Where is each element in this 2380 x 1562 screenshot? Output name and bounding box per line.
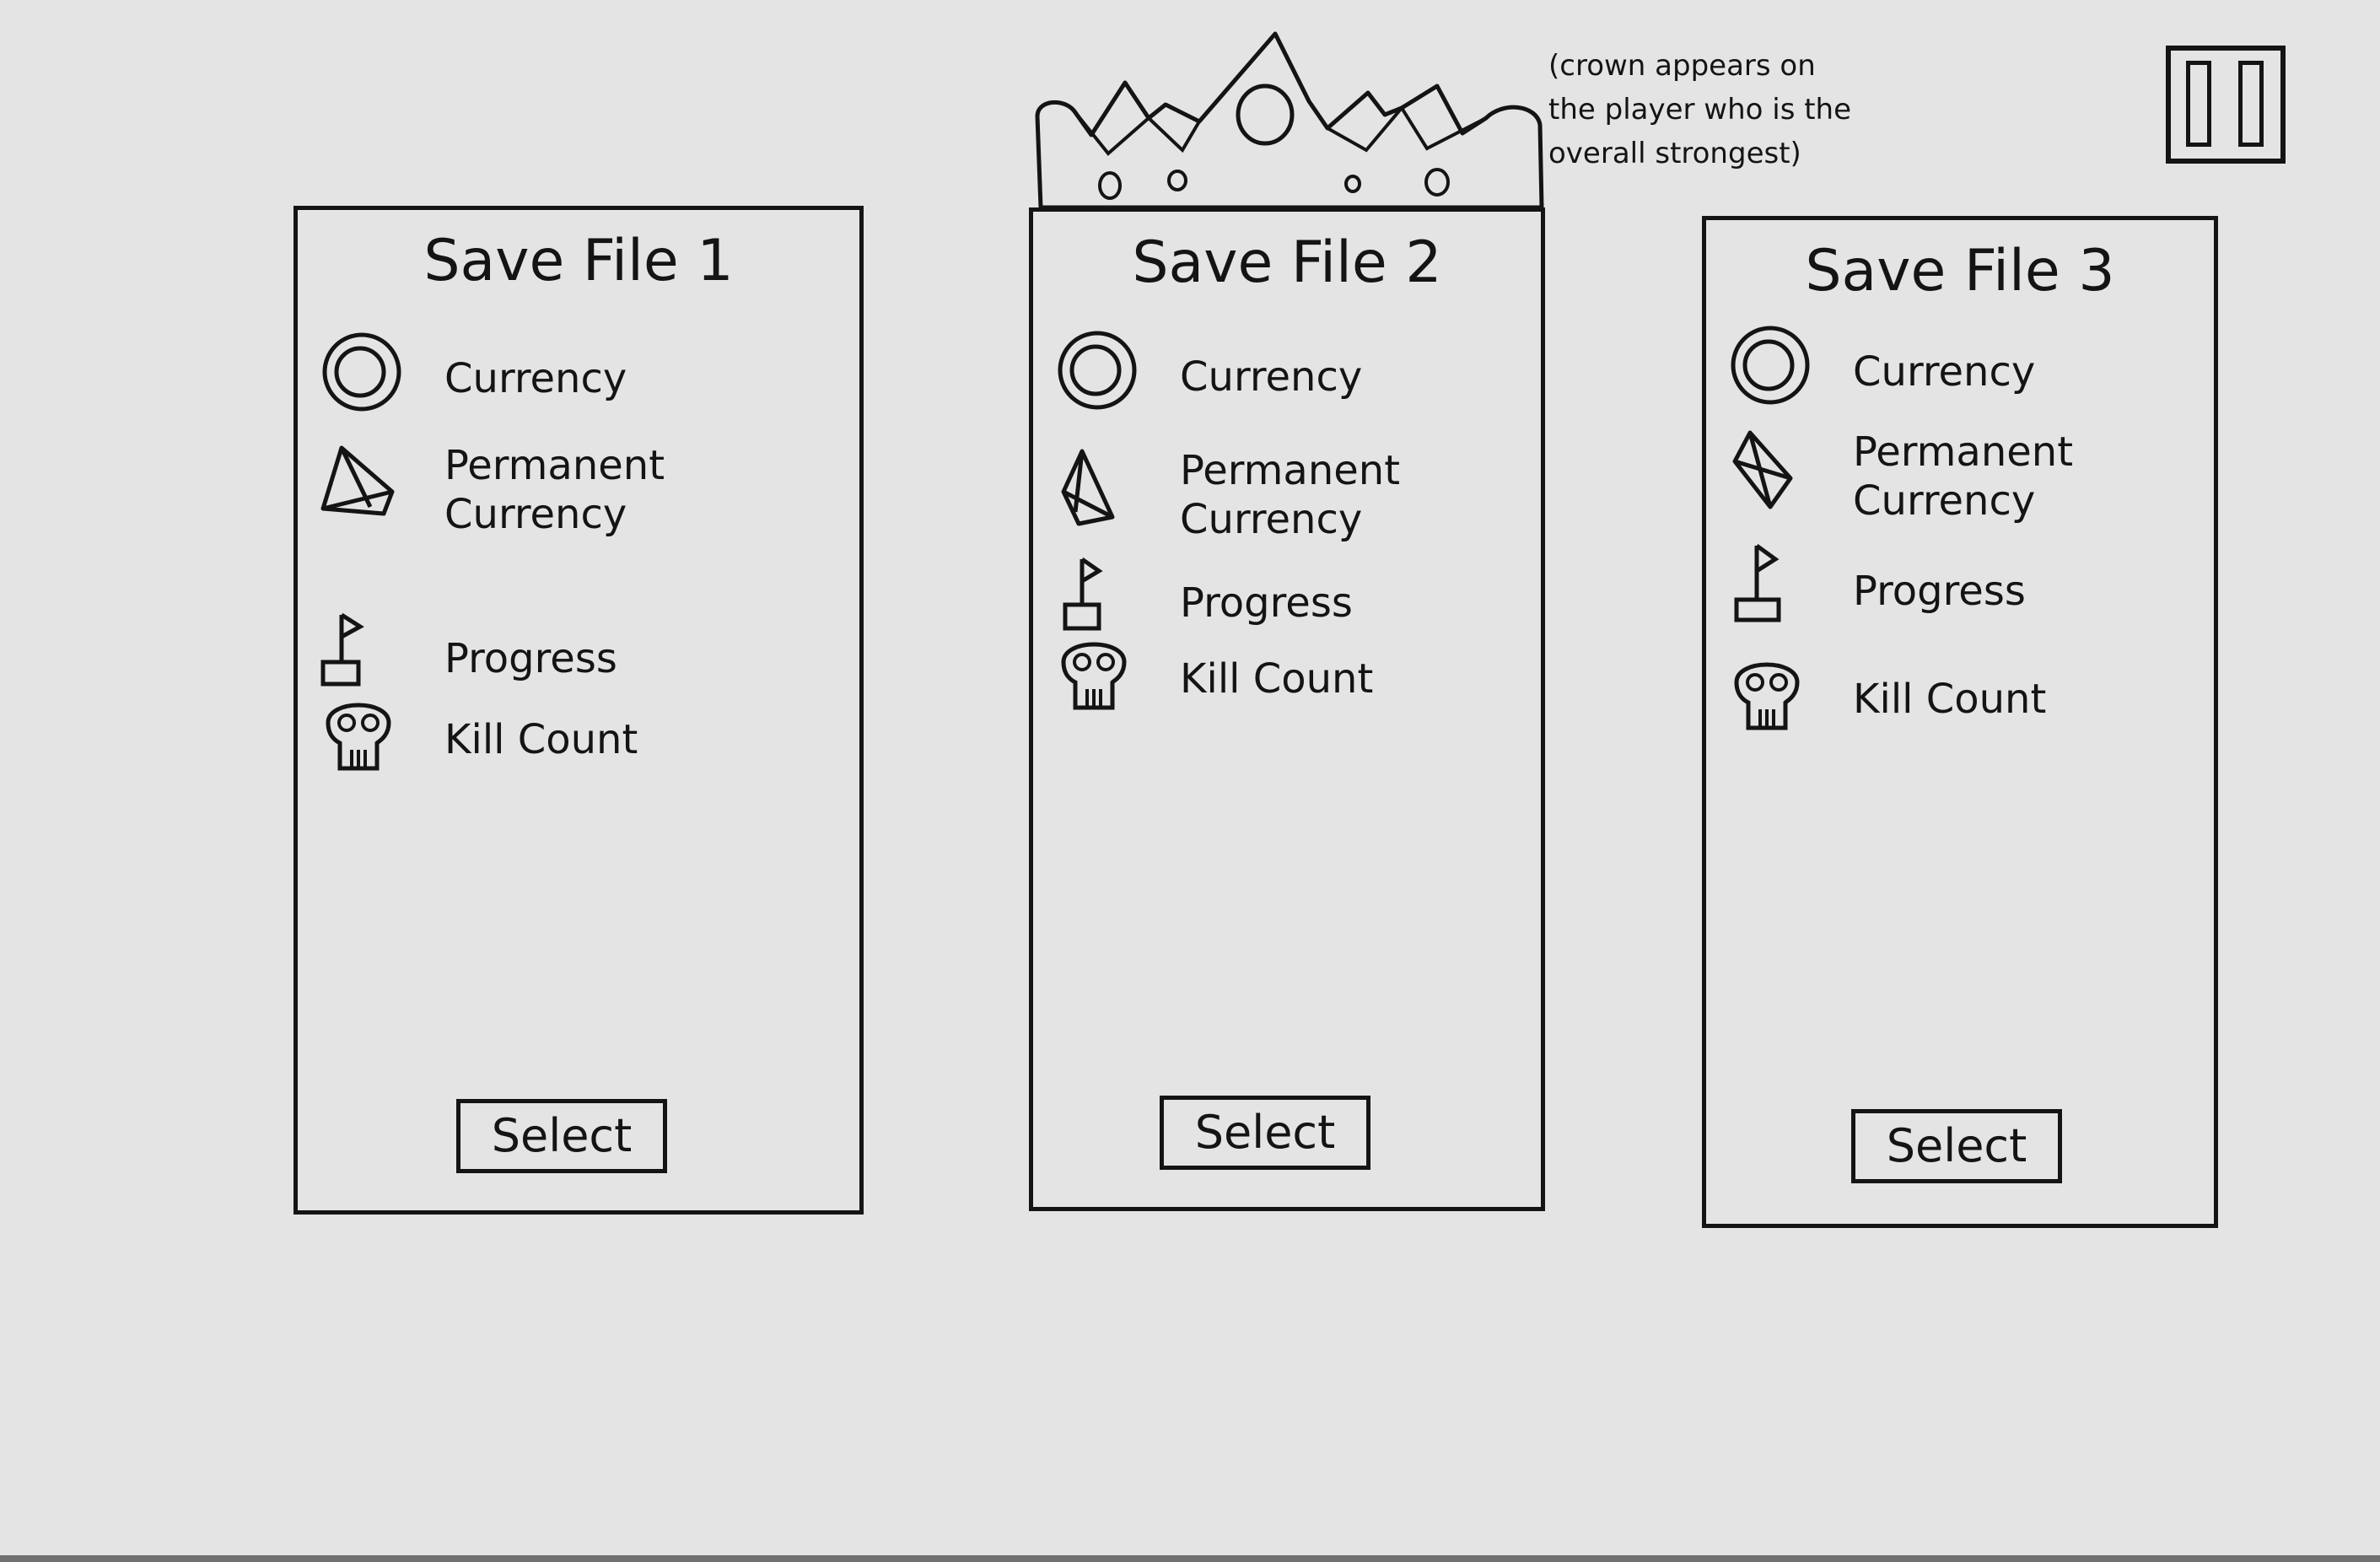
stat-label: Kill Count <box>444 716 638 763</box>
save-file-card-3[interactable]: Save File 3 Currency Permanent Currency … <box>1702 216 2218 1228</box>
save-file-title: Save File 2 <box>1132 229 1442 296</box>
stat-label: Progress <box>1853 568 2026 615</box>
permanent-currency-gem-icon <box>1732 430 1793 509</box>
pause-button[interactable] <box>2166 46 2286 164</box>
permanent-currency-gem-icon <box>320 445 395 516</box>
stat-kill-count: Kill Count <box>1726 649 2194 750</box>
save-file-card-2[interactable]: Save File 2 Currency Permanent Currency … <box>1029 207 1545 1211</box>
progress-flag-icon <box>320 612 364 687</box>
stat-label: Permanent Currency <box>444 442 665 538</box>
save-file-title: Save File 1 <box>423 228 734 294</box>
bottom-edge <box>0 1555 2380 1562</box>
stat-progress: Progress <box>318 608 839 709</box>
select-button[interactable]: Select <box>1160 1096 1370 1170</box>
currency-coin-icon <box>322 332 401 412</box>
stat-currency: Currency <box>318 328 839 429</box>
pause-icon <box>2238 61 2264 147</box>
stat-currency: Currency <box>1726 321 2194 423</box>
permanent-currency-gem-icon <box>1061 449 1115 526</box>
stat-label: Progress <box>444 635 617 682</box>
stat-permanent-currency: Permanent Currency <box>1053 444 1521 546</box>
stat-currency: Currency <box>1053 326 1521 428</box>
progress-flag-icon <box>1734 543 1781 622</box>
kill-count-skull-icon <box>1734 662 1800 730</box>
stat-label: Currency <box>444 355 627 402</box>
crown-note: (crown appears on the player who is the … <box>1548 49 1852 170</box>
select-button[interactable]: Select <box>456 1099 667 1173</box>
stat-permanent-currency: Permanent Currency <box>318 439 839 541</box>
stat-label: Progress <box>1180 579 1353 627</box>
currency-coin-icon <box>1058 331 1137 410</box>
stat-label: Currency <box>1180 353 1363 401</box>
stat-label: Kill Count <box>1180 655 1374 703</box>
stat-label: Permanent Currency <box>1853 428 2074 525</box>
stat-kill-count: Kill Count <box>1053 628 1521 730</box>
kill-count-skull-icon <box>1061 642 1127 710</box>
stat-label: Currency <box>1853 348 2036 396</box>
pause-icon <box>2186 61 2211 147</box>
stat-progress: Progress <box>1726 541 2194 642</box>
stat-label: Permanent Currency <box>1180 447 1401 543</box>
select-button[interactable]: Select <box>1851 1109 2062 1183</box>
save-file-title: Save File 3 <box>1805 238 2115 304</box>
save-file-card-1[interactable]: Save File 1 Currency Permanent Currency … <box>293 206 864 1215</box>
currency-coin-icon <box>1731 326 1810 405</box>
crown-icon <box>1035 31 1544 209</box>
stat-kill-count: Kill Count <box>318 689 839 790</box>
stat-progress: Progress <box>1053 552 1521 654</box>
progress-flag-icon <box>1063 557 1103 631</box>
stat-label: Kill Count <box>1853 676 2047 723</box>
kill-count-skull-icon <box>326 703 391 771</box>
stat-permanent-currency: Permanent Currency <box>1726 426 2194 527</box>
